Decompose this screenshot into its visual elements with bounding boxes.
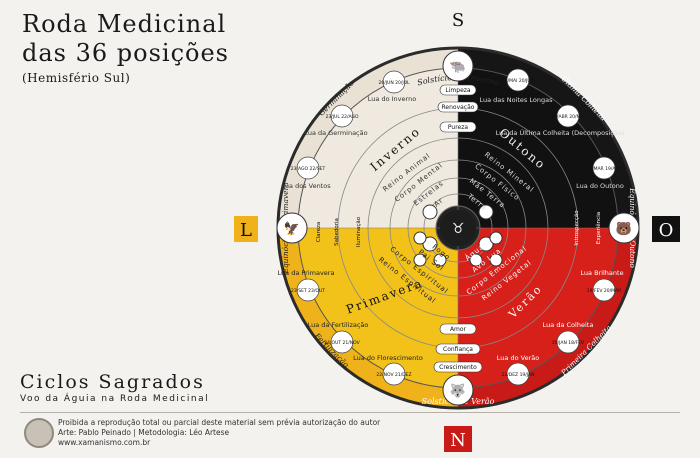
- sun-rays-icon: [413, 253, 427, 267]
- virtue-confianca: Confiança: [443, 346, 473, 353]
- north-spoke-virtues: Limpeza Renovação Pureza: [437, 84, 479, 133]
- moons-outono: 21/MAI 20/JUN Lua das Noites Longas 20/A…: [480, 68, 625, 190]
- moon-date-outono: 21/MAR 19/ABR: [586, 166, 621, 172]
- svg-text:N: N: [450, 430, 466, 451]
- buffalo-icon: [442, 50, 474, 82]
- moon-date-fertilizacao: 24/OUT 21/NOV: [324, 340, 360, 346]
- virtue-pureza: Pureza: [448, 124, 468, 131]
- sun-icon: [413, 231, 427, 245]
- moon-date-noites-longas: 21/MAI 20/JUN: [502, 78, 534, 84]
- turtle-icon: [489, 231, 503, 245]
- moon-name-colheita: Lua da Colheita: [543, 321, 594, 329]
- moon-name-florescimento: Lua do Florescimento: [353, 354, 423, 362]
- bear-icon: [608, 212, 640, 244]
- virtue-renovacao: Renovação: [442, 104, 475, 111]
- eagle-icon: [276, 212, 308, 244]
- author-seal-icon: [24, 418, 54, 448]
- moon-date-germinacao: 23/JUL 22/AGO: [325, 114, 359, 120]
- virtue-introspeccao: Introspecção: [574, 210, 580, 246]
- center-skull-glyph: ♉: [452, 221, 465, 237]
- title-line-2: das 36 posições: [22, 39, 229, 67]
- moon-date-ventos: 23/AGO 22/SET: [291, 166, 326, 172]
- footer-url[interactable]: www.xamanismo.com.br: [58, 438, 151, 447]
- moons-verao: 19/FEV 20/MAR Lua Brilhante 20/JAN 18/FE…: [497, 269, 624, 386]
- virtue-iluminacao: Iluminação: [356, 216, 362, 247]
- title-subtitle: (Hemisfério Sul): [22, 71, 131, 85]
- virtue-clareza: Clareza: [316, 222, 322, 243]
- moon-badge-germinacao: [330, 104, 354, 128]
- virtue-crescimento: Crescimento: [439, 364, 477, 371]
- moon-name-outono: Lua do Outono: [576, 182, 624, 190]
- west-spoke-virtues: Introspecção Experiência: [574, 210, 602, 246]
- moon-name-inverno: Lua do Inverno: [368, 95, 416, 103]
- page-title: Roda Medicinal das 36 posições (Hemisfér…: [22, 10, 262, 85]
- moon-name-noites-longas: Lua das Noites Longas: [480, 96, 554, 104]
- bear-glyph: 🐻: [616, 220, 632, 237]
- moons-primavera: 23/SET 23/OUT Lua da Primavera 24/OUT 21…: [278, 269, 423, 386]
- moon-date-colheita: 20/JAN 18/FEV: [552, 340, 585, 346]
- moons-inverno: 20/JUN 20/JUL Lua do Inverno 23/JUL 22/A…: [281, 70, 416, 190]
- title-line-1: Roda Medicinal: [22, 10, 227, 38]
- brand-block: Ciclos Sagrados Voo da Águia na Roda Med…: [20, 371, 209, 404]
- footer-divider: [20, 412, 680, 413]
- virtue-sabedoria: Sabedoria: [334, 218, 340, 246]
- moon-name-ventos: Lua dos Ventos: [281, 182, 331, 190]
- east-spoke-virtues: Clareza Sabedoria Iluminação: [316, 216, 362, 247]
- direction-o-marker: O: [652, 216, 680, 242]
- air-icon: [422, 204, 438, 220]
- moon-badge-primavera: [296, 278, 320, 302]
- coyote-icon: [442, 374, 474, 406]
- moon-badge-ultima-colheita: [556, 104, 580, 128]
- moon-name-ultima-colheita: Lua da Última Colheita (Decomposição): [496, 128, 625, 137]
- virtue-limpeza: Limpeza: [445, 87, 471, 94]
- moon-date-verao: 22/DEZ 19/JAN: [502, 372, 535, 378]
- moon-crescent-icon: [469, 253, 483, 267]
- moon-name-fertilizacao: Lua da Fertilização: [308, 321, 369, 329]
- moon-name-germinacao: Lua da Germinação: [304, 129, 367, 137]
- eagle-glyph: 🦅: [284, 220, 300, 237]
- footer-notice: Proibida a reprodução total ou parcial d…: [58, 418, 381, 427]
- direction-s-marker: S: [444, 8, 472, 31]
- moon-badge-noites-longas: [506, 68, 530, 92]
- moon-date-primavera: 23/SET 23/OUT: [291, 288, 325, 294]
- moon-date-florescimento: 22/NOV 21/DEZ: [376, 372, 411, 378]
- moon-name-primavera: Lua da Primavera: [278, 269, 335, 277]
- fire-icon: [422, 236, 438, 252]
- brand-tagline: Voo da Águia na Roda Medicinal: [20, 394, 210, 404]
- center-skull-icon: [440, 210, 476, 246]
- svg-text:L: L: [240, 220, 252, 241]
- moon-badge-fertilizacao: [330, 330, 354, 354]
- moon-name-brilhante: Lua Brilhante: [580, 269, 623, 277]
- moon-badge-outono: [592, 156, 616, 180]
- footer-credits: Arte: Pablo Peinado | Metodologia: Léo A…: [58, 428, 230, 437]
- direction-n-marker: N: [444, 426, 472, 452]
- virtue-experiencia: Experiência: [595, 212, 602, 244]
- moon-date-inverno: 20/JUN 20/JUL: [378, 80, 410, 86]
- moon-badge-verao: [506, 362, 530, 386]
- moon-badge-ventos: [296, 156, 320, 180]
- svg-text:S: S: [452, 10, 464, 31]
- coyote-glyph: 🐺: [450, 383, 466, 399]
- moon-badge-brilhante: [592, 278, 616, 302]
- moon-badge-colheita: [556, 330, 580, 354]
- south-spoke-virtues: Amor Confiança Crescimento: [433, 323, 483, 373]
- footer-text: Proibida a reprodução total ou parcial d…: [58, 418, 380, 448]
- moon-date-ultima-colheita: 20/ABR 20/MAI: [551, 114, 585, 120]
- footer: Proibida a reprodução total ou parcial d…: [0, 412, 700, 458]
- brand-name: Ciclos Sagrados: [20, 371, 205, 393]
- moon-date-brilhante: 19/FEV 20/MAR: [587, 288, 622, 294]
- moon-name-verao: Lua do Verão: [497, 354, 539, 362]
- earth-icon: [478, 204, 494, 220]
- water-icon: [478, 236, 494, 252]
- moon-badge-inverno: [382, 70, 406, 94]
- buffalo-glyph: 🐃: [450, 60, 466, 75]
- virtue-amor: Amor: [450, 326, 467, 333]
- star-icon: [489, 253, 503, 267]
- direction-l-marker: L: [234, 216, 258, 242]
- element-icons: [413, 204, 503, 267]
- svg-text:O: O: [659, 220, 674, 241]
- moon-badge-florescimento: [382, 362, 406, 386]
- moon-icon: [433, 253, 447, 267]
